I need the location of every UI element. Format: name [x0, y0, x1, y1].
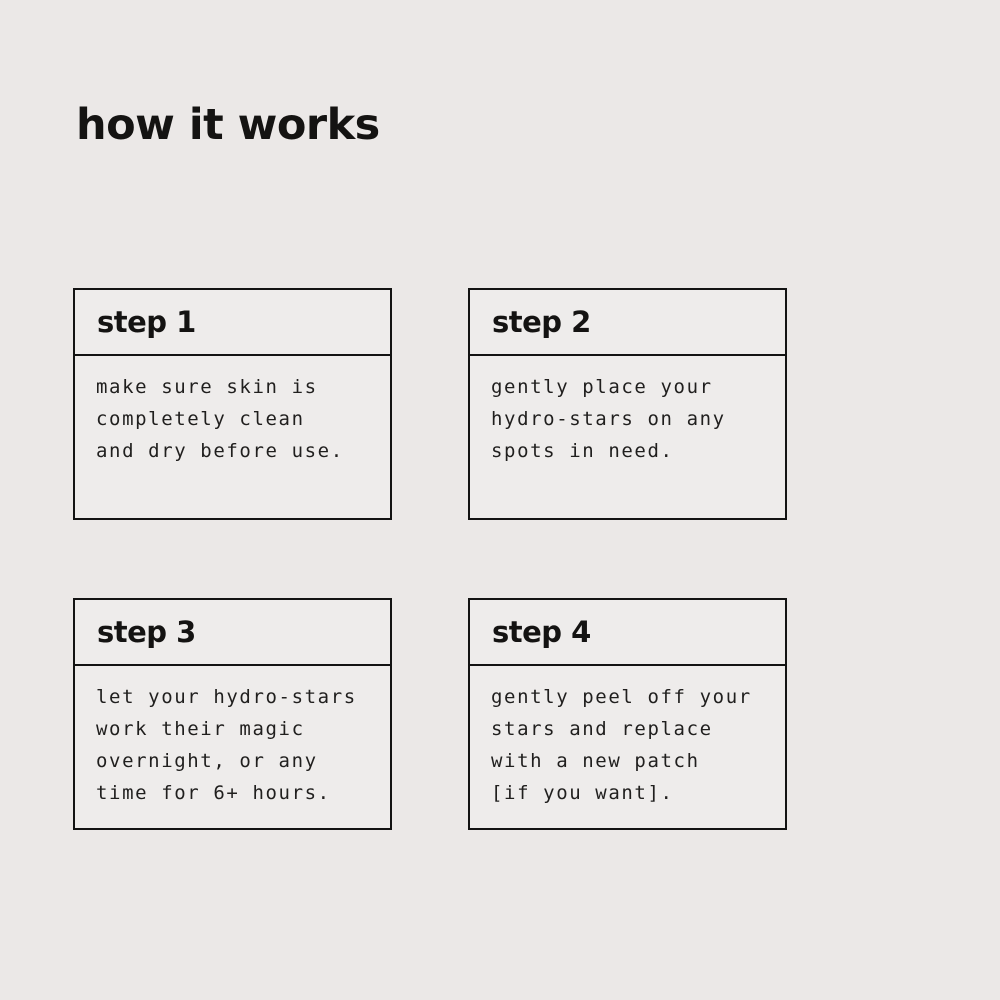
step-card-3-header: step 3 [75, 600, 390, 666]
step-card-4-label: step 4 [492, 615, 591, 649]
step-card-2-body: gently place your hydro-stars on any spo… [491, 376, 726, 462]
step-card-4-body: gently peel off your stars and replace w… [491, 686, 752, 804]
step-card-3: step 3 let your hydro-stars work their m… [73, 598, 392, 830]
step-card-4-header: step 4 [470, 600, 785, 666]
step-card-1: step 1 make sure skin is completely clea… [73, 288, 392, 520]
step-card-1-body: make sure skin is completely clean and d… [96, 376, 344, 462]
page-title: how it works [76, 100, 380, 150]
step-card-2: step 2 gently place your hydro-stars on … [468, 288, 787, 520]
step-card-1-label: step 1 [97, 305, 196, 339]
step-card-1-header: step 1 [75, 290, 390, 356]
step-card-3-body: let your hydro-stars work their magic ov… [96, 686, 357, 804]
step-card-3-label: step 3 [97, 615, 196, 649]
step-card-2-header: step 2 [470, 290, 785, 356]
step-card-2-label: step 2 [492, 305, 591, 339]
step-card-4: step 4 gently peel off your stars and re… [468, 598, 787, 830]
